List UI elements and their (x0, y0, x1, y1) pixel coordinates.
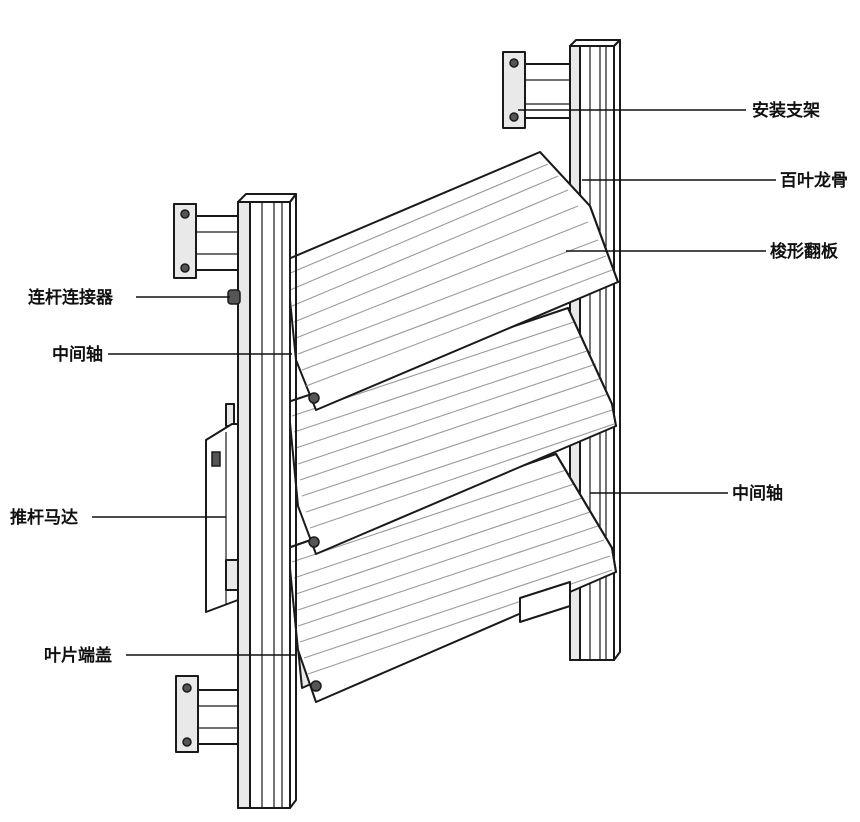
blade-2 (287, 307, 617, 555)
louver-blades (285, 151, 619, 703)
label-link-connector: 连杆连接器 (28, 287, 114, 308)
right-install-bracket (502, 51, 571, 129)
label-blade-end-cap: 叶片端盖 (44, 645, 112, 666)
left-top-install-bracket (173, 203, 239, 279)
leader-lines (92, 109, 776, 656)
callout-labels: 安装支架 百叶龙骨 梭形翻板 连杆连接器 中间轴 推杆马达 中间轴 叶片端盖 (10, 100, 848, 666)
left-louver-keel (237, 193, 297, 809)
label-middle-shaft-right: 中间轴 (732, 483, 783, 504)
label-install-bracket: 安装支架 (752, 100, 820, 121)
label-louver-keel: 百叶龙骨 (780, 170, 848, 191)
label-shuttle-blade: 梭形翻板 (770, 241, 839, 262)
label-push-rod-motor: 推杆马达 (10, 507, 78, 528)
label-middle-shaft-left: 中间轴 (52, 344, 103, 365)
blade-3 (287, 453, 617, 703)
push-rod-motor (205, 403, 239, 613)
left-bottom-install-bracket (175, 675, 239, 753)
